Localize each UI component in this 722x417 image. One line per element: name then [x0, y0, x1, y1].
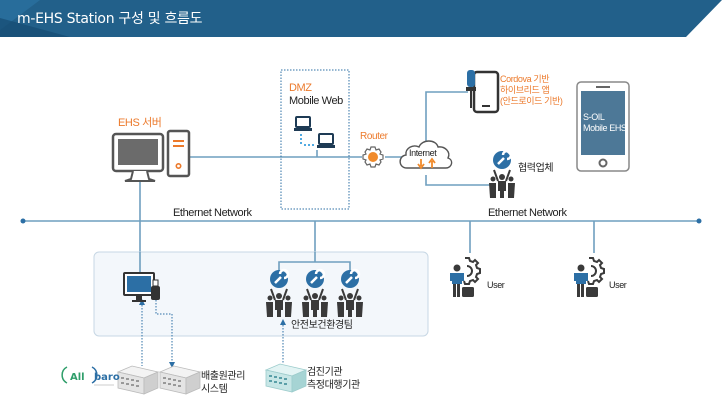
mobile-device-line-2: Mobile EHS: [583, 123, 627, 133]
router-label: Router: [360, 131, 388, 142]
inspection-agency-line-2: 측정대행기관: [307, 380, 360, 391]
user-gear-icon: [573, 257, 605, 298]
emission-system-line-1: 배출원관리: [201, 371, 246, 382]
ethernet-endpoint-left: [20, 218, 26, 224]
user-gear-icon: [449, 257, 481, 298]
allbaro-logo: All baro: [61, 366, 120, 386]
arrow-down-icon: [169, 362, 175, 368]
building-icon: [265, 363, 307, 393]
ethernet-endpoint-right: [696, 218, 702, 224]
header-background: [0, 0, 722, 37]
desktop-usb-icon: [123, 272, 160, 302]
inspection-agency-line-1: 검진기관: [307, 367, 343, 378]
laptops-icon: [294, 116, 335, 148]
hybrid-app-line-2: 하이브리드 앱: [500, 85, 550, 95]
svg-text:All: All: [70, 372, 85, 383]
cloud-icon: [399, 140, 453, 170]
partner-team-icon: [487, 149, 517, 200]
dmz-subtitle: Mobile Web: [289, 95, 343, 107]
partner-label: 협력업체: [518, 163, 554, 174]
emission-system-line-2: 시스템: [201, 384, 228, 395]
header-bar: m-EHS Station 구성 및 흐름도: [0, 0, 722, 37]
ethernet-network-label-left: Ethernet Network: [173, 207, 252, 219]
ethernet-network-label-right: Ethernet Network: [488, 207, 567, 219]
building-icon: [159, 365, 201, 395]
page-title: m-EHS Station 구성 및 흐름도: [17, 11, 203, 27]
user1-label: User: [487, 280, 505, 290]
gear-router-icon: [362, 146, 384, 168]
dmz-zone: [280, 69, 350, 210]
desktop-server-icon: [111, 129, 191, 182]
ehs-server-label: EHS 서버: [118, 117, 162, 129]
internet-partner-line: [425, 175, 490, 186]
svg-text:baro: baro: [94, 372, 120, 383]
hybrid-app-line-3: (안드로이드 기반): [500, 96, 563, 106]
internet-label: Internet: [409, 148, 437, 158]
internet-app-line: [425, 91, 468, 142]
dmz-title: DMZ: [289, 82, 312, 94]
safety-team-label: 안전보건환경팀: [291, 320, 353, 331]
building-icon: [117, 365, 159, 395]
mobile-device-line-1: S-OIL: [583, 112, 605, 122]
user2-label: User: [609, 280, 627, 290]
arrow-up-icon: [280, 319, 286, 325]
hybrid-app-line-1: Cordova 기반: [500, 74, 550, 84]
smartphone-icon: [576, 81, 630, 172]
phone-screwdriver-icon: [466, 70, 500, 114]
